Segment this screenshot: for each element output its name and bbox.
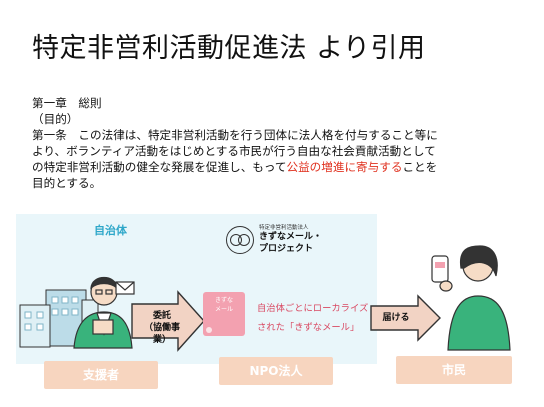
commission-label-line-2: （協働事業） — [143, 323, 180, 345]
localize-line-2: された「きずなメール」 — [257, 322, 360, 333]
slide-title: 特定非営利活動促進法 より引用 — [32, 33, 426, 64]
law-line-3-end: ことを — [402, 160, 438, 174]
commission-label-line-1: 委託 — [152, 311, 171, 321]
kizuna-card-line-1: きずな — [214, 297, 233, 304]
localize-line-1: 自治体ごとにローカライズ — [257, 303, 369, 314]
law-line-4: 目的とする。 — [32, 176, 102, 190]
commission-arrow — [131, 290, 205, 352]
law-section: （目的） — [32, 112, 79, 126]
kizuna-card-line-2: メール — [214, 306, 233, 313]
supporter-label: 支援者 — [44, 361, 158, 389]
kizuna-logo-icon — [226, 226, 254, 254]
law-line-3: の特定非営利活動の健全な発展を促進し、もって公益の増進に寄与することを — [32, 159, 522, 175]
npo-project-logo: 特定非営利活動法人 きずなメール・ プロジェクト — [226, 222, 346, 258]
supporter-person-icon — [73, 276, 133, 349]
law-highlight: 公益の増進に寄与する — [286, 160, 403, 174]
law-line-3-start: の特定非営利活動の健全な発展を促進し、もって — [32, 160, 287, 174]
npo-label: NPO法人 — [219, 357, 333, 385]
municipality-label: 自治体 — [94, 224, 127, 237]
law-line-2: より、ボランティア活動をはじめとする市民が行う自由な社会貢献活動として — [32, 144, 436, 158]
citizen-label: 市民 — [396, 356, 512, 384]
law-line-1: 第一条 この法律は、特定非営利活動を行う団体に法人格を付与すること等に — [32, 128, 438, 142]
law-excerpt: 第一章 総則 （目的） 第一条 この法律は、特定非営利活動を行う団体に法人格を付… — [32, 95, 522, 191]
envelope-icon — [115, 281, 135, 295]
kizuna-card-dot-icon — [206, 327, 212, 333]
localize-text: 自治体ごとにローカライズ された「きずなメール」 — [257, 299, 368, 337]
deliver-arrow — [370, 294, 441, 342]
deliver-label: 届ける — [382, 313, 410, 323]
kizuna-mail-card: きずな メール — [203, 292, 245, 336]
project-name-line-1: きずなメール・ — [259, 232, 323, 242]
project-name-line-2: プロジェクト — [259, 244, 314, 254]
project-org: 特定非営利活動法人 — [259, 225, 309, 231]
citizen-person-icon — [431, 245, 511, 351]
project-name: きずなメール・ プロジェクト — [259, 231, 322, 255]
law-chapter: 第一章 総則 — [32, 96, 102, 110]
commission-label: 委託 （協働事業） — [140, 310, 184, 346]
